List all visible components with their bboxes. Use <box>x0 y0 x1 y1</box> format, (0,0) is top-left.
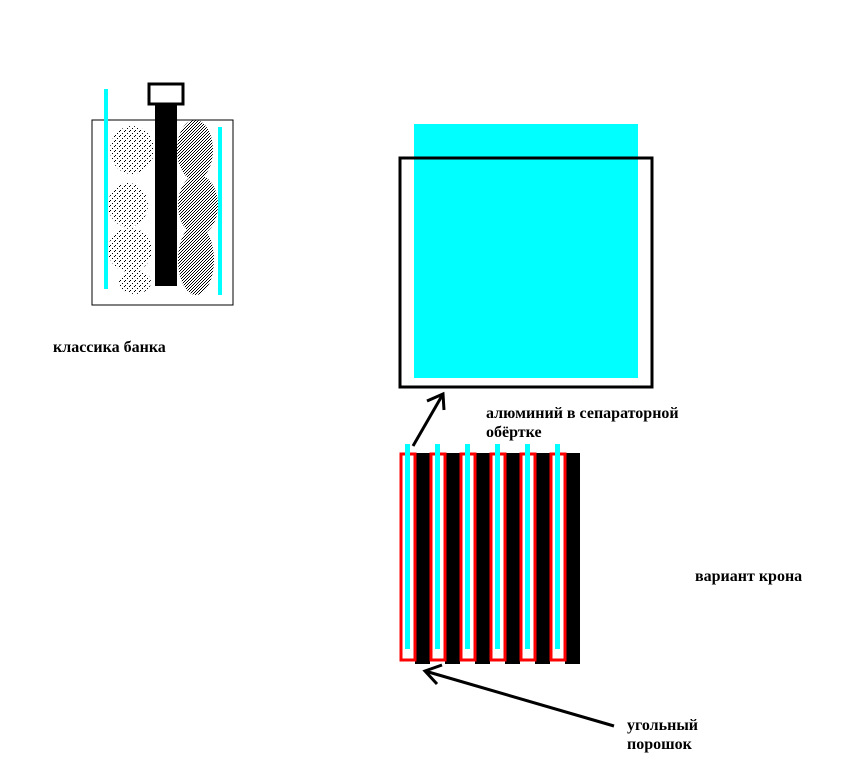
carbon-powder-right <box>177 120 218 295</box>
label-aluminum-line1: алюминий в сепараторной <box>486 405 679 422</box>
label-classic-can: классика банка <box>53 339 166 356</box>
krona-carbon-plate <box>505 453 520 664</box>
arrow-to-aluminum <box>411 391 446 447</box>
krona-aluminum-plate <box>525 444 530 649</box>
aluminum-wrapped <box>398 124 654 389</box>
krona-carbon-plate <box>445 453 460 664</box>
zinc-electrode-left <box>104 89 108 289</box>
krona-carbon-plate <box>535 453 550 664</box>
carbon-rod <box>155 104 177 286</box>
aluminum-foil <box>414 124 638 378</box>
zinc-electrode-right <box>218 127 222 295</box>
krona-stack <box>399 444 580 664</box>
krona-aluminum-plate <box>465 444 470 649</box>
label-aluminum: алюминий в сепараторной обёртке <box>486 404 679 442</box>
label-aluminum-line2: обёртке <box>486 424 542 441</box>
carbon-powder-left <box>108 126 154 294</box>
krona-aluminum-plate <box>495 444 500 649</box>
krona-carbon-plate <box>415 453 430 664</box>
label-krona-variant: вариант крона <box>695 568 803 585</box>
label-carbon-line2: порошок <box>627 736 692 753</box>
classic-can <box>91 82 234 306</box>
krona-carbon-plate <box>565 453 580 664</box>
rod-cap <box>147 82 185 106</box>
krona-carbon-plate <box>475 453 490 664</box>
label-carbon-powder: угольный порошок <box>627 716 698 754</box>
arrow-to-carbon <box>422 663 615 728</box>
krona-aluminum-plate <box>555 444 560 649</box>
label-carbon-line1: угольный <box>627 717 699 734</box>
krona-aluminum-plate <box>435 444 440 649</box>
krona-aluminum-plate <box>405 444 410 649</box>
